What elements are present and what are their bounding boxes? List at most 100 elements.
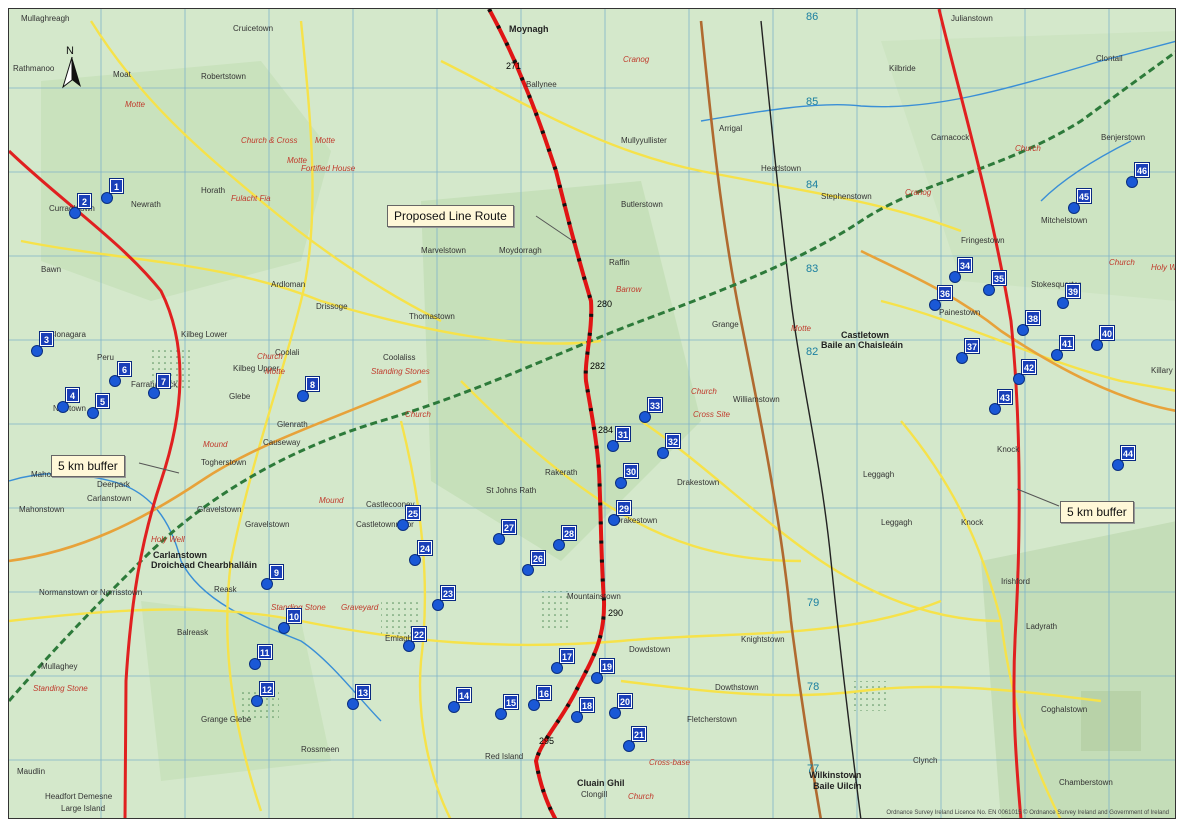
place-label: Dowthstown [715,683,759,692]
marker-dot-icon [432,599,444,611]
place-label: Williamstown [733,395,780,404]
place-label: Rakerath [545,468,578,477]
marker-number-label: 20 [616,693,634,709]
antiquity-label: Cross-base [649,758,690,767]
marker-dot-icon [409,554,421,566]
place-label: Castlecooney [366,500,415,509]
marker-number-label: 44 [1119,445,1137,461]
place-label: Moydorragh [499,246,542,255]
marker-number-label: 6 [117,361,132,377]
marker-dot-icon [148,387,160,399]
place-label: Raffin [609,258,630,267]
place-label: Killary [1151,366,1173,375]
place-label: Carnacock [931,133,970,142]
place-label: Carlanstown [153,550,208,560]
place-label: Coghalstown [1041,705,1088,714]
marker-number-label: 11 [257,644,273,660]
place-label: Fletcherstown [687,715,737,724]
marker-dot-icon [551,662,563,674]
marker-dot-icon [591,672,603,684]
route-chainage-label: 290 [608,608,624,618]
place-label: Kilbeg Upper [233,364,280,373]
marker-dot-icon [623,740,635,752]
marker-number-label: 31 [614,426,632,442]
place-label: Leggagh [863,470,895,479]
place-label: Glenrath [277,420,308,429]
antiquity-label: Church [405,410,431,419]
place-label: Rathmanoo [13,64,55,73]
place-label: Coolali [275,348,300,357]
marker-number-label: 21 [630,726,648,742]
marker-dot-icon [251,695,263,707]
place-label: Emlagh [385,634,413,643]
marker-number-label: 38 [1024,310,1042,326]
grid-number: 86 [806,11,819,23]
route-chainage-label: 284 [598,425,614,435]
place-label: Dowdstown [629,645,671,654]
place-label: Cluain Ghil [577,778,625,788]
place-label: Benjerstown [1101,133,1146,142]
place-label: Thomastown [409,312,455,321]
place-label: Irishford [1001,577,1030,586]
antiquity-label: Church [1015,144,1041,153]
antiquity-label: Church [691,387,717,396]
marker-number-label: 46 [1133,162,1151,178]
place-label: Ladyrath [1026,622,1058,631]
place-label: Drakestown [677,478,720,487]
marker-number-label: 12 [258,681,276,697]
marker-dot-icon [639,411,651,423]
marker-dot-icon [397,519,409,531]
marker-dot-icon [403,640,415,652]
antiquity-label: Motte [265,367,286,376]
marker-number-label: 39 [1064,283,1082,299]
place-label: Cruicetown [233,24,274,33]
marker-number-label: 7 [156,373,171,389]
marker-number-label: 34 [956,257,974,273]
marker-number-label: 19 [598,658,616,674]
place-label: Newtown [53,404,86,413]
marker-dot-icon [571,711,583,723]
route-chainage-label: 271 [506,61,522,71]
marker-dot-icon [615,477,627,489]
marker-dot-icon [347,698,359,710]
marker-number-label: 4 [65,387,80,403]
marker-number-label: 25 [404,505,422,521]
place-label: Mahonstown [19,505,65,514]
grid-number: 77 [807,763,820,775]
marker-dot-icon [297,390,309,402]
place-label: Horath [201,186,226,195]
marker-number-label: 2 [77,193,92,209]
marker-dot-icon [1051,349,1063,361]
place-label: Clynch [913,756,938,765]
buffer-west-callout: 5 km buffer [51,455,125,477]
marker-number-label: 8 [305,376,320,392]
marker-dot-icon [609,707,621,719]
marker-dot-icon [608,514,620,526]
place-label: Knock [961,518,984,527]
place-label: Arrigal [719,124,743,133]
marker-dot-icon [528,699,540,711]
marker-dot-icon [983,284,995,296]
marker-dot-icon [109,375,121,387]
marker-number-label: 33 [646,397,664,413]
marker-number-label: 1 [109,178,124,194]
antiquity-label: Motte [315,136,336,145]
place-label: Causeway [263,438,301,447]
marker-number-label: 9 [269,564,284,580]
marker-dot-icon [1126,176,1138,188]
marker-number-label: 27 [500,519,518,535]
place-label: Newrath [131,200,161,209]
place-label: Kilbeg Lower [181,330,228,339]
marker-dot-icon [31,345,43,357]
marker-number-label: 26 [529,550,547,566]
place-label: Butlerstown [621,200,663,209]
antiquity-label: Standing Stone [271,603,326,612]
place-label: Maudlin [17,767,46,776]
place-label: Carlanstown [87,494,132,503]
antiquity-label: Church & Cross [241,136,298,145]
marker-number-label: 18 [578,697,596,713]
place-label: Farrahalcock [131,380,178,389]
place-label: Chamberstown [1059,778,1113,787]
place-label: Mullaghreagh [21,14,70,23]
